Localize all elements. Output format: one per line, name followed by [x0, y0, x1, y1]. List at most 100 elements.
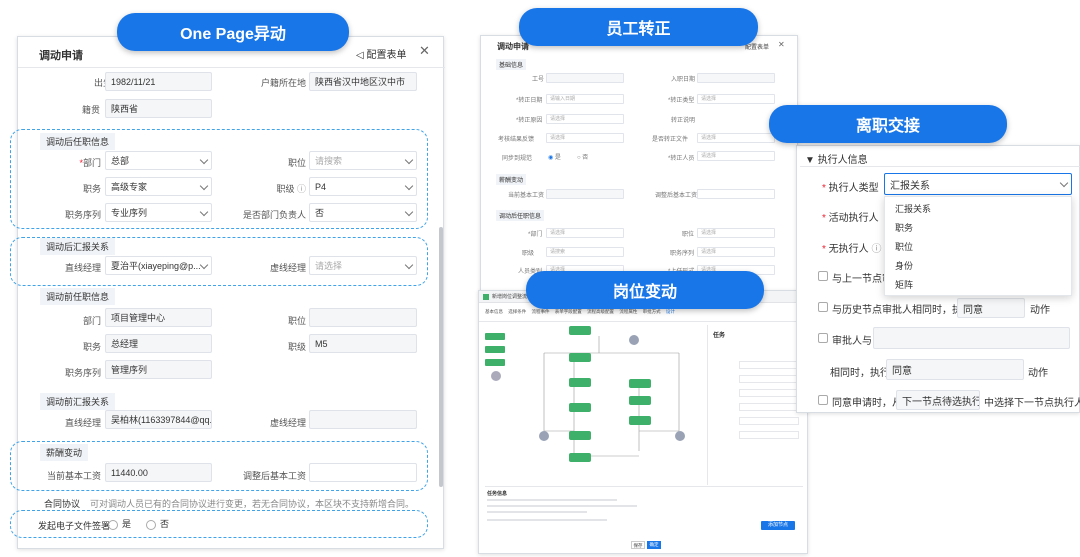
staff-new-salary-input[interactable]	[697, 189, 775, 199]
position-label: 职位	[287, 158, 306, 168]
task-field[interactable]	[739, 431, 799, 439]
approver-checkbox[interactable]	[818, 333, 828, 343]
dropdown-option[interactable]: 汇报关系	[895, 204, 932, 214]
tab-basic[interactable]: 基本信息	[485, 309, 503, 314]
flow-node[interactable]	[629, 416, 651, 425]
flow-node[interactable]	[569, 353, 591, 362]
approver-field[interactable]	[873, 327, 1070, 349]
flow-node[interactable]	[569, 453, 591, 462]
staff-seq-select[interactable]: 请选择	[697, 247, 775, 257]
before-dotted-manager-label: 虚线经理	[269, 418, 306, 428]
staff-config-button[interactable]: 配置表单	[745, 45, 770, 51]
esign-no-radio[interactable]: 否	[146, 517, 169, 530]
save-button[interactable]: 保存	[631, 541, 645, 549]
history-node-checkbox[interactable]	[818, 302, 828, 312]
task-info-title: 任务信息	[487, 491, 508, 497]
agree-checkbox[interactable]	[818, 395, 828, 405]
tab-properties[interactable]: 流程属性	[619, 309, 638, 314]
flow-node[interactable]	[569, 403, 591, 412]
before-level-field: M5	[309, 334, 417, 353]
dropdown-option[interactable]: 身份	[895, 261, 914, 271]
confirm-button[interactable]: 确定	[647, 541, 661, 549]
dept-head-select[interactable]: 否	[309, 203, 417, 222]
flow-gateway[interactable]	[675, 431, 685, 441]
dropdown-option[interactable]: 职务	[895, 223, 914, 233]
prev-node-checkbox[interactable]	[818, 271, 828, 281]
scrollbar[interactable]	[439, 227, 443, 487]
palette-node[interactable]	[485, 359, 505, 366]
position-select[interactable]: 请搜索	[309, 151, 417, 170]
dept-head-label: 是否部门负责人	[242, 210, 306, 220]
new-salary-input[interactable]	[309, 463, 417, 482]
level-select[interactable]: P4	[309, 177, 417, 196]
task-field[interactable]	[739, 361, 799, 369]
dept-select[interactable]: 总部	[105, 151, 212, 170]
confirm-file-select[interactable]: 请选择	[697, 133, 775, 143]
confirm-type-select[interactable]: 请选择	[697, 94, 775, 104]
divider	[800, 166, 1080, 167]
divider	[18, 67, 445, 68]
flow-gateway[interactable]	[629, 335, 639, 345]
employee-no-field	[546, 73, 624, 83]
agree-suffix: 中选择下一节点执行人	[984, 398, 1080, 409]
flow-node[interactable]	[569, 378, 591, 387]
task-field[interactable]	[739, 417, 799, 425]
flow-gateway[interactable]	[539, 431, 549, 441]
task-field[interactable]	[739, 403, 799, 411]
tab-events[interactable]: 流程事件	[531, 309, 550, 314]
palette-node[interactable]	[485, 346, 505, 353]
chevron-down-icon	[404, 207, 414, 217]
native-label: 籍贯	[81, 105, 100, 115]
staff-level-select[interactable]: 请搜索	[546, 247, 624, 257]
palette-node[interactable]	[485, 333, 505, 340]
staff-level-label: 职级	[522, 251, 535, 257]
confirm-date-input[interactable]: 请输入日期	[546, 94, 624, 104]
task-field[interactable]	[739, 389, 799, 397]
active-executor-label: * 活动执行人	[822, 213, 879, 224]
dotted-manager-select[interactable]: 请选择	[309, 256, 417, 275]
tab-form-fields[interactable]: 表单字段配置	[554, 309, 582, 314]
palette-gateway[interactable]	[491, 371, 501, 381]
staff-position-select[interactable]: 请选择	[697, 228, 775, 238]
sync-label: 同步到规范	[502, 156, 533, 162]
sync-no-radio[interactable]: ○ 否	[577, 155, 589, 161]
tab-conditions[interactable]: 选择条件	[508, 309, 527, 314]
before-dotted-manager-field	[309, 410, 417, 429]
divider	[485, 486, 803, 487]
confirm-reason-select[interactable]: 请选择	[546, 114, 624, 124]
flow-node[interactable]	[569, 431, 591, 440]
tab-advanced[interactable]: 流程高级配置	[587, 309, 615, 314]
line-manager-select[interactable]: 夏治平(xiayeping@p...	[105, 256, 212, 275]
esign-yes-radio[interactable]: 是	[108, 517, 131, 530]
dropdown-option[interactable]: 职位	[895, 242, 914, 252]
staff-section-after: 调动后任职信息	[496, 210, 545, 221]
config-form-button[interactable]: ◁ 配置表单	[356, 50, 407, 61]
duty-select[interactable]: 高级专家	[105, 177, 212, 196]
confirm-person-select[interactable]: 请选择	[697, 151, 775, 161]
flow-node[interactable]	[629, 379, 651, 388]
agree-field[interactable]: 下一节点待选执行人	[896, 390, 980, 410]
chevron-down-icon	[199, 207, 209, 217]
add-node-button[interactable]: 添加节点	[761, 521, 795, 530]
executor-type-select[interactable]: 汇报关系	[884, 173, 1072, 195]
assessment-select[interactable]: 请选择	[546, 133, 624, 143]
birth-date-field[interactable]: 1982/11/21	[105, 72, 212, 91]
hukou-field[interactable]: 陕西省汉中地区汉中市	[309, 72, 417, 91]
confirm-file-label: 是否转正文件	[652, 137, 689, 143]
flow-node[interactable]	[569, 326, 591, 335]
staff-dept-select[interactable]: 请选择	[546, 228, 624, 238]
confirm-person-label: *转正人员	[668, 156, 695, 162]
tab-design[interactable]: 设计	[665, 309, 675, 314]
native-field[interactable]: 陕西省	[105, 99, 212, 118]
staff-confirm-pill: 员工转正	[519, 8, 758, 46]
history-action-field[interactable]: 同意	[957, 298, 1025, 318]
sync-yes-radio[interactable]: ◉ 是	[548, 155, 561, 161]
tab-approval[interactable]: 审批方式	[642, 309, 661, 314]
same-action-field[interactable]: 同意	[886, 359, 1024, 380]
dropdown-option[interactable]: 矩阵	[895, 280, 914, 290]
close-icon[interactable]: ✕	[778, 40, 785, 49]
flow-node[interactable]	[629, 396, 651, 405]
task-field[interactable]	[739, 375, 799, 383]
close-icon[interactable]: ✕	[419, 43, 430, 58]
seq-select[interactable]: 专业序列	[105, 203, 212, 222]
